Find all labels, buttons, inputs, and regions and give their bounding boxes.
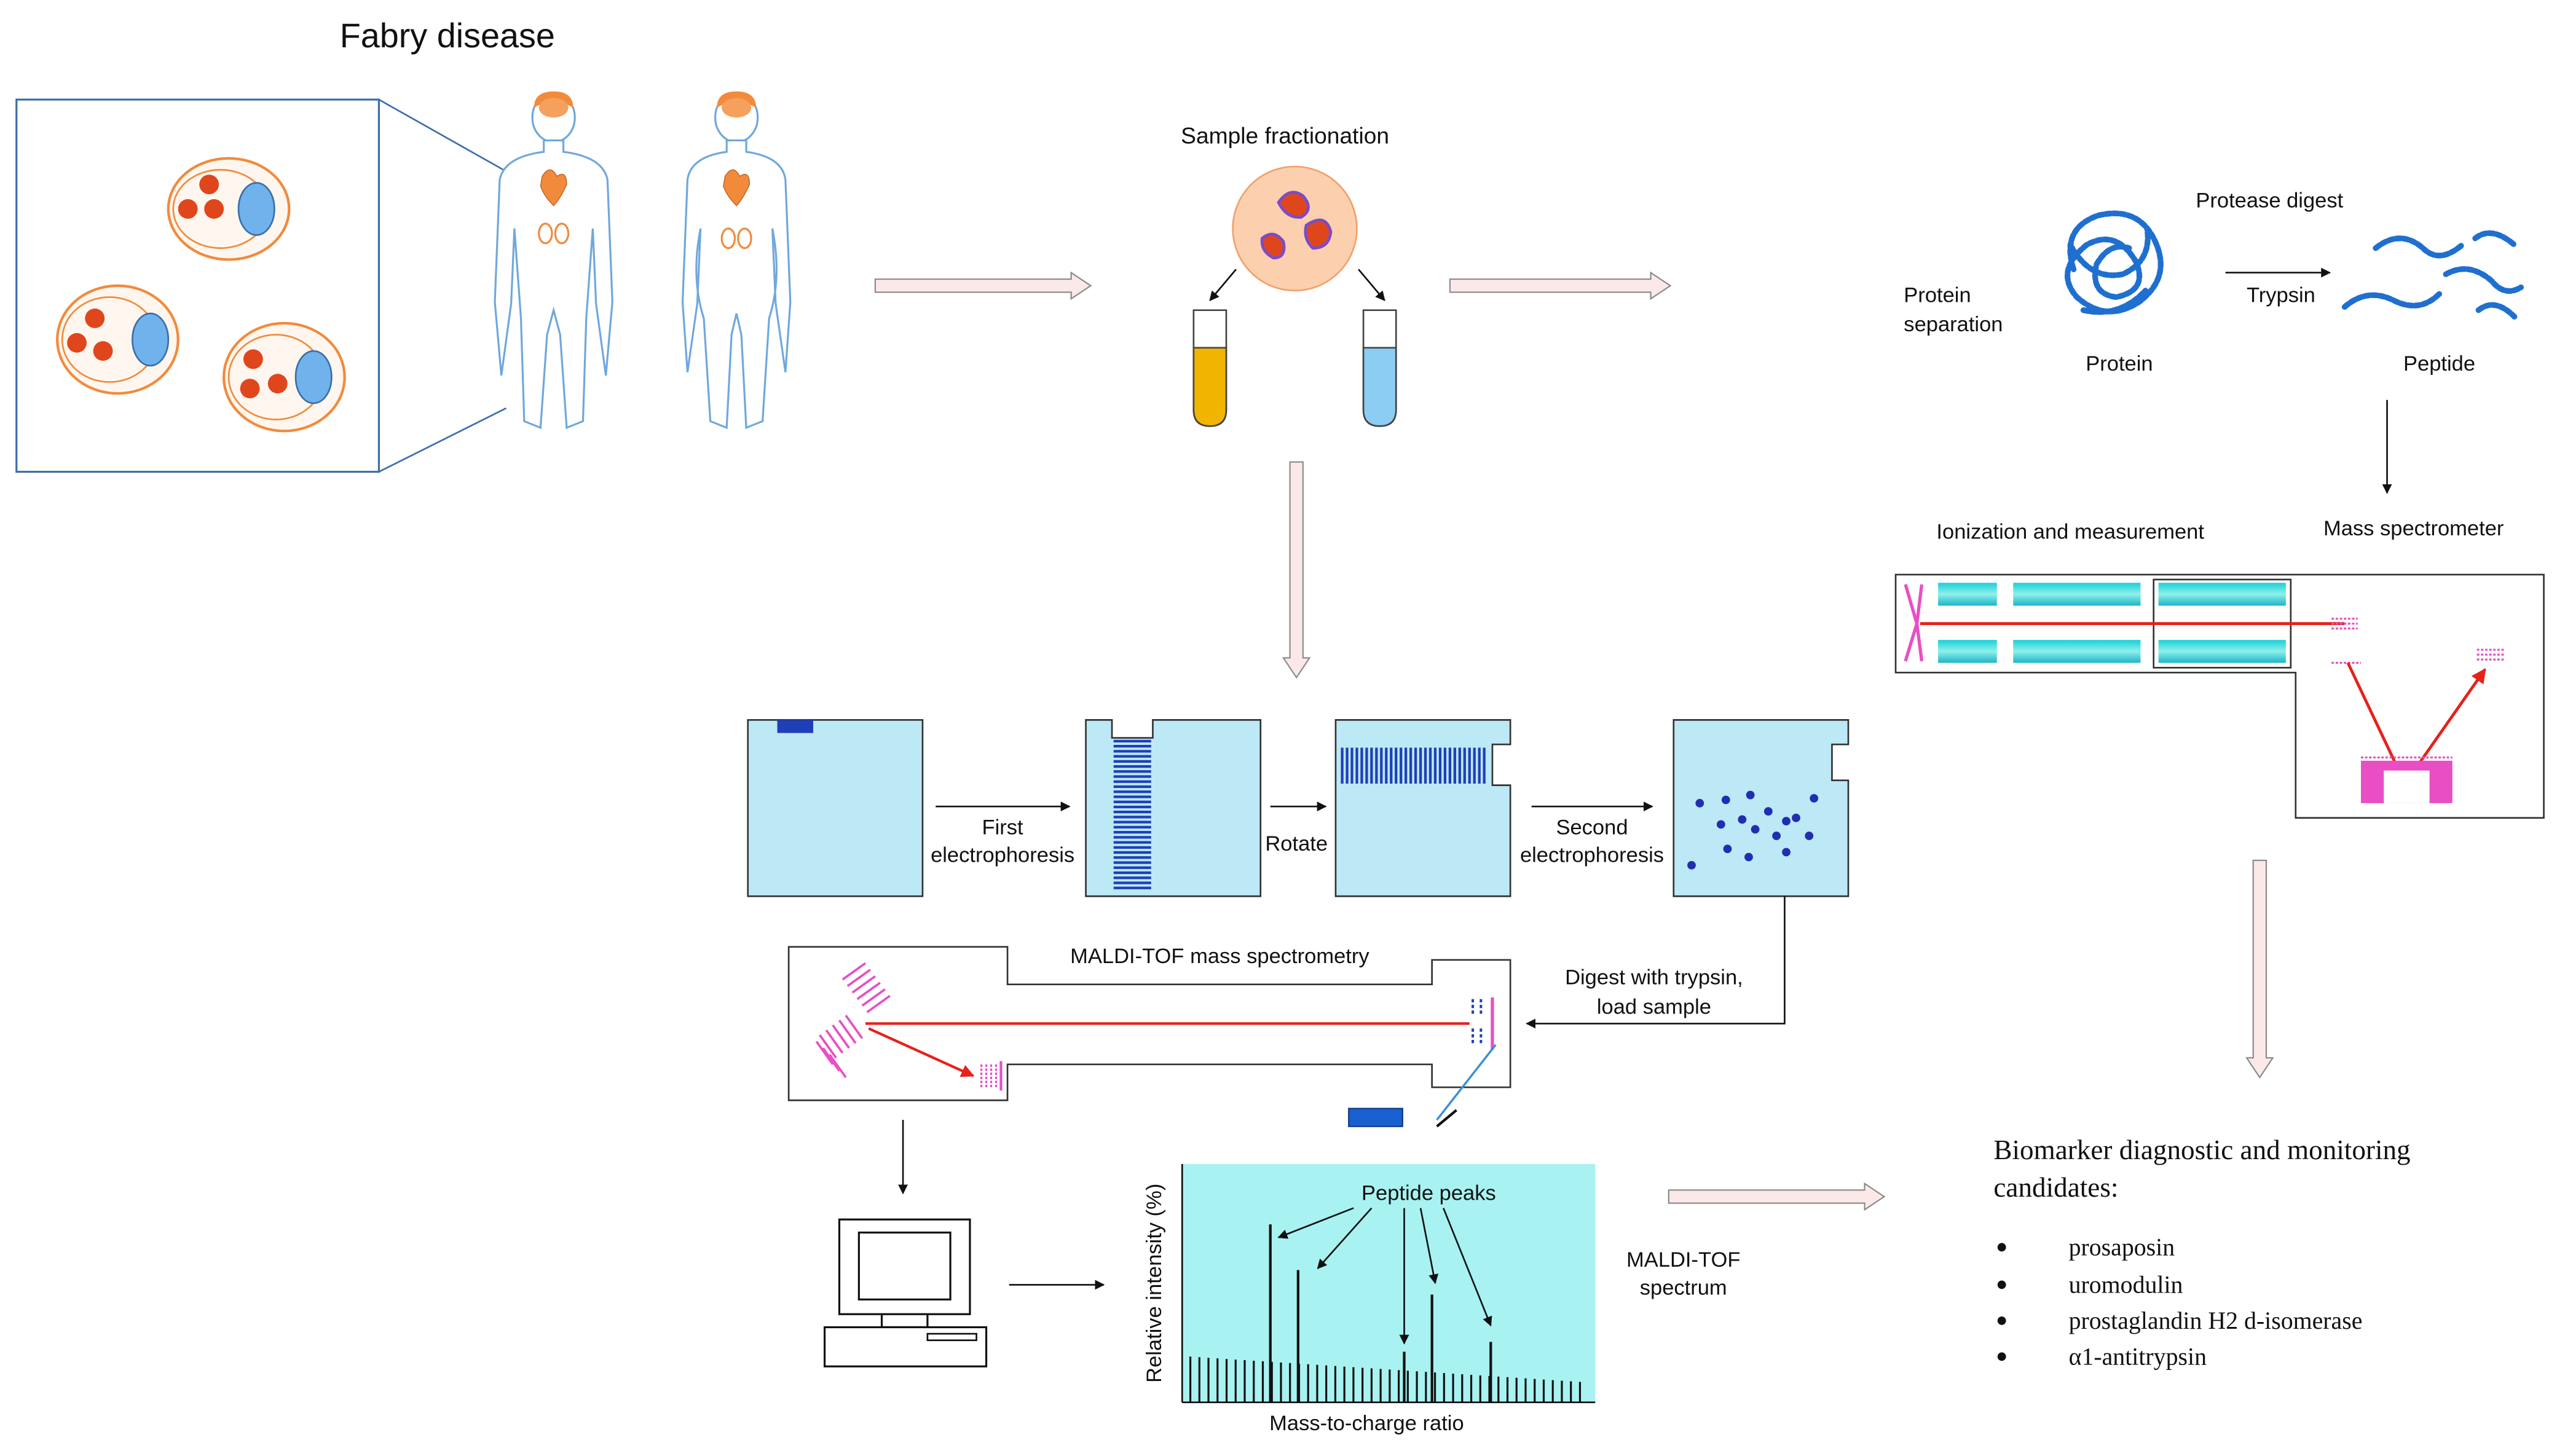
tube-yellow [1192, 309, 1227, 427]
gel-spot [1687, 860, 1696, 870]
gel-4 [1672, 719, 1850, 897]
label-ionization: Ionization and measurement [1936, 521, 2204, 544]
maldi-instrument [787, 946, 1511, 1128]
label-protein: Protein [2086, 352, 2153, 376]
gel-spot [1792, 813, 1800, 822]
axis-label-x: Mass-to-charge ratio [1269, 1412, 1464, 1435]
spectrum-bars [1189, 1224, 1582, 1403]
gel-1 [747, 719, 924, 897]
label-second-line2: electrophoresis [1520, 843, 1664, 867]
biomarker-item-3: prostaglandin H2 d-isomerase [2069, 1307, 2363, 1334]
gel-spot [1738, 815, 1747, 824]
label-peptide-peaks: Peptide peaks [1361, 1181, 1496, 1205]
label-trypsin: Trypsin [2247, 283, 2315, 307]
label-protease-digest: Protease digest [2196, 189, 2343, 212]
list-item: α1-antitrypsin [1997, 1343, 2207, 1371]
gel-spot [1810, 793, 1819, 803]
biomarker-heading-line1: Biomarker diagnostic and monitoring [1993, 1135, 2410, 1165]
tube-blue [1362, 309, 1397, 427]
label-protein-separation-line1: Protein [1904, 283, 1971, 307]
flow-arrow-down-1 [1282, 461, 1311, 679]
biomarker-item-2: uromodulin [2069, 1271, 2183, 1299]
mass-spectrometer [1894, 573, 2545, 819]
label-digest-line1: Digest with trypsin, [1565, 966, 1743, 990]
list-item: prosaposin [1997, 1234, 2175, 1261]
label-protein-separation-line2: separation [1904, 313, 2003, 336]
label-first-line2: electrophoresis [931, 843, 1074, 867]
label-maldi-tof: MALDI-TOF mass spectrometry [1070, 945, 1369, 968]
cell-1 [167, 157, 291, 261]
cell-3 [222, 321, 346, 433]
label-mass-spectrometer: Mass spectrometer [2323, 517, 2504, 540]
biomarker-item-1: prosaposin [2069, 1234, 2175, 1261]
list-item: prostaglandin H2 d-isomerase [1997, 1307, 2363, 1334]
label-digest-line2: load sample [1597, 995, 1711, 1018]
flow-arrow-1 [874, 271, 1092, 301]
spectrum-plot: Peptide peaks [1181, 1163, 1596, 1403]
flow-arrow-down-2 [2245, 859, 2274, 1079]
gel-spot [1782, 848, 1791, 857]
label-spectrum-line2: spectrum [1640, 1276, 1727, 1299]
arrow-to-tube-2 [1358, 269, 1385, 301]
computer-icon [823, 1218, 988, 1367]
gel-spot [1721, 795, 1730, 805]
label-sample-fractionation: Sample fractionation [1181, 123, 1389, 149]
biomarker-section: Biomarker diagnostic and monitoring cand… [1993, 1135, 2410, 1371]
gel-spot [1695, 798, 1704, 808]
gel-4-spots [1687, 790, 1819, 870]
label-first-line1: First [982, 816, 1024, 839]
male-figure [494, 91, 613, 430]
gel-2 [1085, 719, 1262, 897]
sample-dish [1232, 165, 1358, 292]
biomarker-list: prosaposin uromodulin prostaglandin H2 d… [1997, 1234, 2363, 1371]
arrow-to-tube-1 [1209, 269, 1237, 301]
peptide-fragments [2341, 230, 2524, 320]
gel-spot [1805, 832, 1814, 840]
arrow-digest-load [1526, 896, 1786, 1029]
gel-3 [1334, 719, 1511, 897]
gel-spot [1751, 825, 1760, 834]
gel-spot [1744, 852, 1753, 862]
biomarker-item-4: α1-antitrypsin [2069, 1343, 2207, 1371]
gel-spot [1746, 790, 1755, 800]
list-item: uromodulin [1997, 1271, 2183, 1299]
flow-arrow-3 [1668, 1182, 1886, 1211]
biomarker-heading-line2: candidates: [1993, 1172, 2118, 1203]
cell-panel [15, 98, 507, 473]
label-peptide: Peptide [2403, 352, 2475, 376]
female-figure [681, 91, 792, 430]
gel-2-bands [1113, 739, 1151, 889]
cell-2 [56, 284, 179, 395]
gel-spot [1782, 817, 1791, 825]
flow-arrow-2 [1449, 271, 1672, 301]
gel-spot [1723, 844, 1732, 854]
protein-blob [2065, 210, 2164, 315]
gel-spot [1716, 820, 1725, 829]
label-second-line1: Second [1556, 816, 1628, 839]
label-rotate: Rotate [1265, 832, 1328, 856]
title-fabry-disease: Fabry disease [340, 17, 555, 55]
gel-spot [1763, 807, 1773, 816]
axis-label-y: Relative intensity (%) [1143, 1184, 1166, 1383]
gel-spot [1772, 832, 1781, 840]
gel-3-bands [1341, 747, 1486, 784]
label-spectrum-line1: MALDI-TOF [1626, 1248, 1740, 1272]
